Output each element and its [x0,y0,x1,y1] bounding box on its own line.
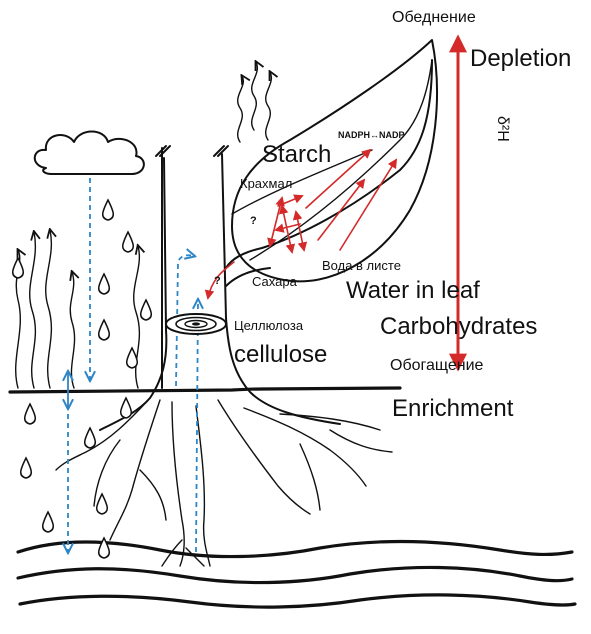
label-enrichment-ru: Обогащение [390,357,484,374]
transpiration-vapor [237,62,272,143]
label-depletion-en: Depletion [470,45,571,72]
water-flow-arrows [68,178,198,552]
label-nadph: NADPH↔NADP [338,130,405,140]
label-enrichment-en: Enrichment [392,395,514,422]
isotope-exchange-arrows [204,148,398,300]
label-leaf-water-en: Water in leaf [346,277,480,304]
tree-roots [55,397,393,567]
label-carbohydrates-en: Carbohydrates [380,313,537,340]
cellulose-ring-icon [165,313,227,335]
air-box-outline [155,145,171,389]
leaf-stem [225,59,433,287]
label-starch-ru: Крахмал [240,176,292,191]
label-leaf-water-ru: Вода в листе [322,258,401,273]
label-question-stem: ? [214,275,221,287]
groundwater-waves [16,539,577,609]
cloud-icon [33,130,145,175]
label-cellulose-ru: Целлюлоза [234,318,304,333]
label-cellulose-en: cellulose [234,341,327,368]
label-question-leaf: ? [250,215,257,227]
raindrops [12,198,152,559]
label-delta-axis: δ²H [494,116,511,142]
label-starch-en: Starch [262,141,331,168]
label-sugars-ru: Сахара [252,274,298,289]
label-depletion-ru: Обеднение [392,9,476,26]
evaporation-arrows [14,230,140,389]
